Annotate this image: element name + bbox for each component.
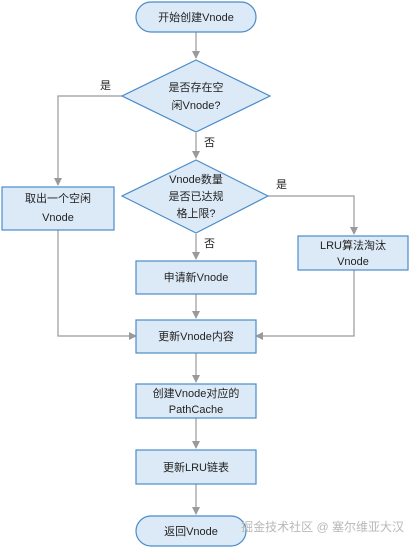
- decision-limit-line-3: 格上限?: [176, 206, 215, 220]
- label-limit-yes: 是: [276, 178, 287, 191]
- node-lru-evict: LRU算法淘汰 Vnode: [297, 235, 409, 271]
- node-start: 开始创建Vnode: [135, 1, 257, 33]
- create-pathcache-line-2: PathCache: [169, 404, 223, 416]
- lru-evict-line-2: Vnode: [337, 256, 369, 268]
- decision-limit-line-1: Vnode数量: [169, 173, 223, 186]
- take-free-line-2: Vnode: [42, 212, 74, 224]
- label-limit-no: 否: [204, 238, 215, 250]
- lru-evict-line-1: LRU算法淘汰: [320, 238, 386, 252]
- create-pathcache-line-1: 创建Vnode对应的: [153, 386, 240, 400]
- node-decision-limit: Vnode数量 是否已达规 格上限?: [120, 159, 270, 234]
- node-create-pathcache: 创建Vnode对应的 PathCache: [135, 383, 257, 419]
- watermark-text: 掘金技术社区 @ 塞尔维亚大汉: [241, 519, 404, 534]
- node-update-lru: 更新LRU链表: [135, 449, 257, 485]
- decision-free-line-1: 是否存在空: [169, 80, 224, 94]
- node-update-content-label: 更新Vnode内容: [158, 329, 234, 343]
- node-update-content: 更新Vnode内容: [135, 319, 257, 354]
- node-end: 返回Vnode: [135, 515, 247, 547]
- decision-free-line-2: 闲Vnode?: [172, 98, 221, 112]
- node-update-lru-label: 更新LRU链表: [163, 460, 229, 474]
- edges: [54, 32, 358, 515]
- label-free-no: 否: [204, 137, 215, 149]
- label-free-yes: 是: [100, 79, 111, 92]
- decision-limit-line-2: 是否已达规: [169, 189, 224, 203]
- node-take-free: 取出一个空闲 Vnode: [1, 186, 115, 231]
- node-start-label: 开始创建Vnode: [158, 10, 234, 24]
- edge-limit-yes-to-lru: [268, 195, 358, 235]
- edge-free-yes-to-take: [54, 95, 122, 186]
- take-free-line-1: 取出一个空闲: [25, 191, 91, 205]
- node-alloc: 申请新Vnode: [135, 260, 257, 295]
- node-end-label: 返回Vnode: [164, 525, 218, 538]
- node-decision-free: 是否存在空 闲Vnode?: [120, 59, 272, 133]
- edge-take-to-update: [57, 230, 137, 340]
- node-alloc-label: 申请新Vnode: [164, 270, 229, 284]
- edge-lru-to-update: [255, 270, 355, 340]
